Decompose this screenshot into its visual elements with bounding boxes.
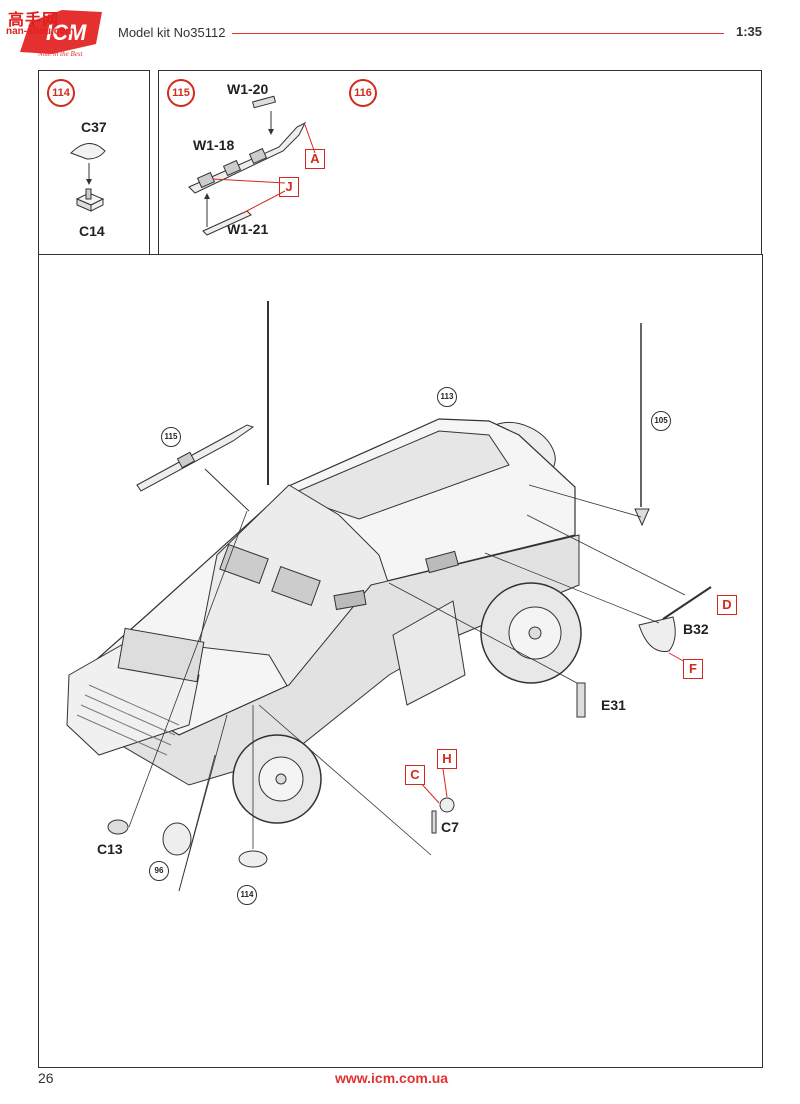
step-114-drawing bbox=[70, 143, 106, 212]
logo-text: ICM bbox=[46, 20, 87, 45]
page-header: ICM Note in the Best 高手网 nan-shou.com Mo… bbox=[0, 0, 800, 60]
step-115-panel: 115 W1-20 W1-18 W1-21 A J bbox=[158, 70, 343, 256]
part-label-c14: C14 bbox=[79, 223, 105, 239]
part-label-w1-21: W1-21 bbox=[227, 221, 269, 237]
callout-a: A bbox=[305, 149, 325, 169]
watermark-url: nan-shou.com bbox=[6, 26, 75, 37]
armored-car-drawing bbox=[66, 301, 726, 892]
page-number: 26 bbox=[38, 1070, 54, 1086]
part-label-w1-18: W1-18 bbox=[193, 137, 235, 153]
step-114-panel: 114 C37 C14 bbox=[38, 70, 150, 256]
scale-label: 1:35 bbox=[736, 24, 763, 39]
logo-tagline: Note in the Best bbox=[37, 50, 84, 58]
ref-115: 115 bbox=[161, 427, 181, 447]
part-label-c37: C37 bbox=[81, 119, 107, 135]
ref-105: 105 bbox=[651, 411, 671, 431]
callout-c: C bbox=[405, 765, 425, 785]
ref-113: 113 bbox=[437, 387, 457, 407]
step-115-badge: 115 bbox=[167, 79, 195, 107]
callout-h: H bbox=[437, 749, 457, 769]
step-116-panel: 116 bbox=[341, 70, 762, 256]
part-label-w1-20: W1-20 bbox=[227, 81, 269, 97]
main-assembly-panel: 113 115 105 96 114 B32 E31 C7 C13 D F C … bbox=[38, 254, 763, 1068]
step-114-badge: 114 bbox=[47, 79, 75, 107]
kit-title: Model kit No35112 bbox=[118, 25, 226, 40]
part-label-e31: E31 bbox=[601, 697, 626, 713]
ref-114: 114 bbox=[237, 885, 257, 905]
header-rule bbox=[232, 33, 724, 34]
icm-logo: ICM Note in the Best bbox=[20, 10, 102, 58]
part-label-c7: C7 bbox=[441, 819, 459, 835]
part-label-c13: C13 bbox=[97, 841, 123, 857]
part-label-b32: B32 bbox=[683, 621, 709, 637]
callout-f: F bbox=[683, 659, 703, 679]
watermark-text: 高手网 bbox=[8, 10, 60, 29]
step-116-badge: 116 bbox=[349, 79, 377, 107]
footer-url-link[interactable]: www.icm.com.ua bbox=[335, 1070, 449, 1086]
step-115-drawing bbox=[188, 95, 316, 236]
ref-96: 96 bbox=[149, 861, 169, 881]
callout-d: D bbox=[717, 595, 737, 615]
